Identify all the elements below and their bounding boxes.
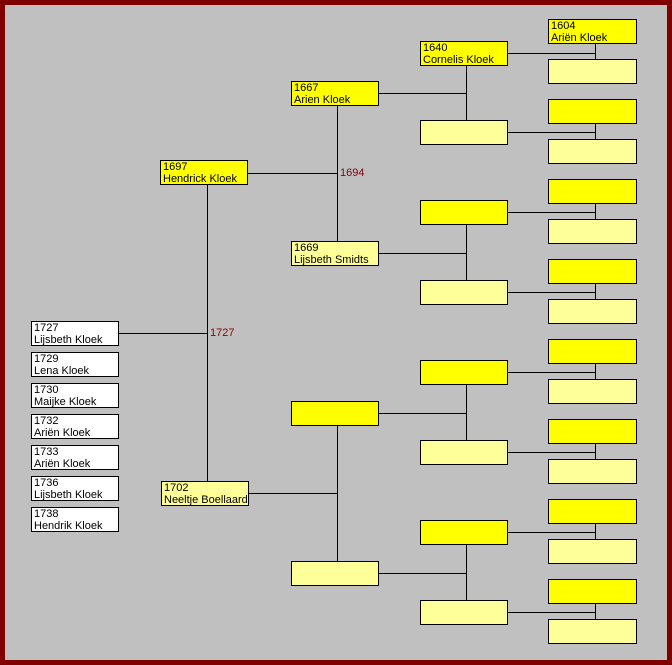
person-name: Hendrick Kloek	[163, 173, 237, 185]
person-year: 1640	[423, 42, 448, 54]
connector-line	[595, 364, 596, 379]
great-grandparent-box[interactable]	[420, 520, 508, 545]
connector-line	[508, 132, 596, 133]
gg-grandparent-box[interactable]	[548, 339, 637, 364]
great-grandparent-box[interactable]	[420, 440, 508, 465]
connector-line	[508, 372, 596, 373]
gg-grandparent-box[interactable]	[548, 579, 637, 604]
maternal-grandfather-box[interactable]	[291, 401, 379, 426]
person-name: Neeltje Boellaard	[164, 494, 248, 506]
connector-line	[508, 212, 596, 213]
connector-line	[508, 612, 596, 613]
connector-line	[508, 53, 596, 54]
gg-grandparent-box[interactable]	[548, 379, 637, 404]
paternal-connector	[248, 173, 338, 174]
connector-line	[508, 452, 596, 453]
connector-line	[595, 524, 596, 539]
gg-grandparent-box[interactable]	[548, 499, 637, 524]
connector-line	[466, 225, 467, 280]
connector-line	[595, 284, 596, 299]
gg-grandparent-box[interactable]	[548, 259, 637, 284]
person-year: 1702	[164, 482, 189, 494]
gg-grandparent-box[interactable]	[548, 419, 637, 444]
paternal-grandparents-connector	[337, 106, 338, 241]
great-grandparent-box[interactable]	[420, 120, 508, 145]
person-name: Ariën Kloek	[34, 458, 91, 470]
person-year: 1604	[551, 20, 576, 32]
gg-grandparent-box[interactable]	[548, 59, 637, 84]
children-connector	[118, 333, 208, 334]
person-year: 1738	[34, 508, 59, 520]
gg-grandparent-box[interactable]	[548, 619, 637, 644]
person-year: 1697	[163, 161, 188, 173]
person-name: Cornelis Kloek	[423, 54, 494, 66]
person-name: Arien Kloek	[294, 94, 351, 106]
person-year: 1733	[34, 446, 59, 458]
person-name: Lijsbeth Kloek	[34, 489, 103, 501]
parents-connector	[207, 185, 208, 481]
marriage-year-label: 1727	[210, 327, 235, 339]
person-year: 1730	[34, 384, 59, 396]
connector-line	[466, 385, 467, 440]
person-year: 1732	[34, 415, 59, 427]
connector-line	[508, 532, 596, 533]
maternal-grandmother-box[interactable]	[291, 561, 379, 586]
person-name: Lijsbeth Kloek	[34, 334, 103, 346]
person-name: Maijke Kloek	[34, 396, 97, 408]
person-name: Lijsbeth Smidts	[294, 254, 369, 266]
gg-grandparent-box[interactable]	[548, 139, 637, 164]
person-name: Ariën Kloek	[551, 32, 608, 44]
gg-grandparent-box[interactable]	[548, 299, 637, 324]
connector-line	[379, 253, 467, 254]
great-grandparent-box[interactable]	[420, 360, 508, 385]
connector-line	[379, 413, 467, 414]
connector-line	[379, 93, 467, 94]
person-year: 1669	[294, 242, 319, 254]
gg-grandparent-box[interactable]	[548, 99, 637, 124]
connector-line	[595, 604, 596, 619]
person-year: 1727	[34, 322, 59, 334]
gg-grandparent-box[interactable]	[548, 459, 637, 484]
great-grandparent-box[interactable]	[420, 280, 508, 305]
connector-line	[595, 124, 596, 139]
person-name: Hendrik Kloek	[34, 520, 103, 532]
maternal-grandparents-connector	[337, 426, 338, 561]
gg-grandparent-box[interactable]	[548, 179, 637, 204]
connector-line	[466, 545, 467, 600]
connector-line	[379, 573, 467, 574]
person-name: Lena Kloek	[34, 365, 90, 377]
connector-line	[508, 292, 596, 293]
gg-grandparent-box[interactable]	[548, 539, 637, 564]
connector-line	[595, 444, 596, 459]
great-grandparent-box[interactable]	[420, 200, 508, 225]
maternal-connector	[249, 493, 338, 494]
connector-line	[595, 44, 596, 59]
person-year: 1736	[34, 477, 59, 489]
person-name: Ariën Kloek	[34, 427, 91, 439]
great-grandparent-box[interactable]	[420, 600, 508, 625]
gg-grandparent-box[interactable]	[548, 219, 637, 244]
person-year: 1667	[294, 82, 319, 94]
person-year: 1729	[34, 353, 59, 365]
connector-line	[595, 204, 596, 219]
paternal-marriage-year-label: 1694	[340, 167, 365, 179]
connector-line	[466, 66, 467, 121]
